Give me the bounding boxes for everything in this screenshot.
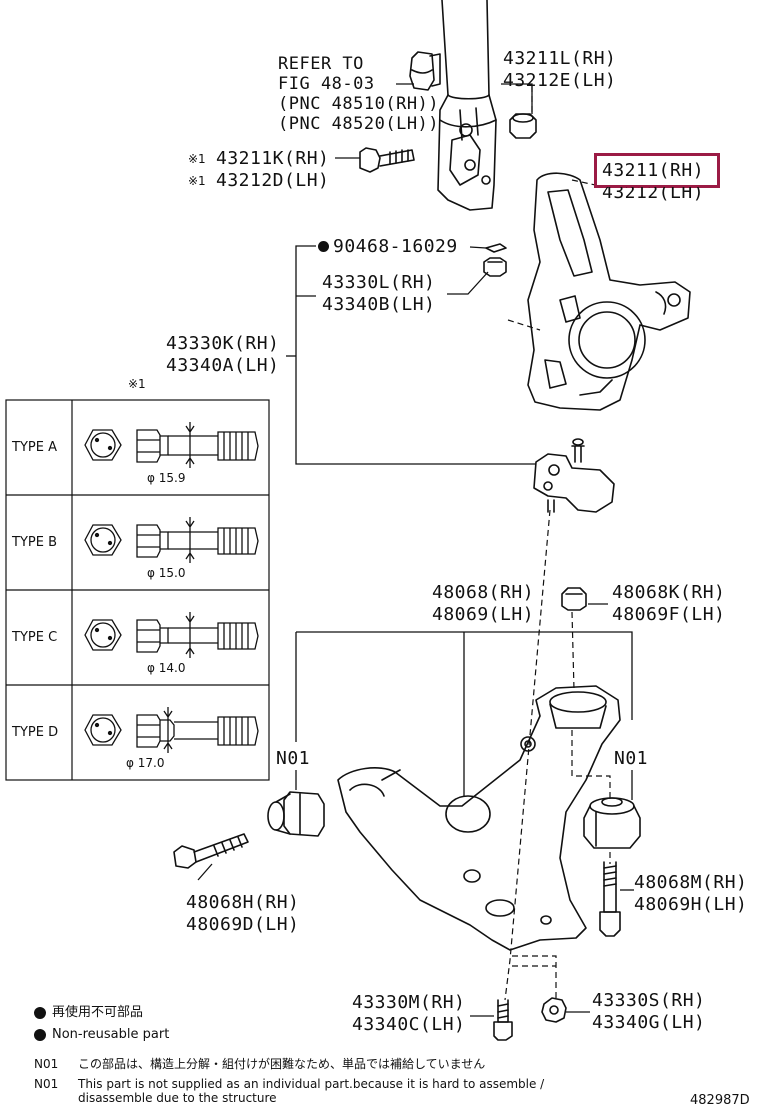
mark-1-b: ※1 [188, 174, 206, 188]
type-bolt-drawings [84, 422, 259, 753]
part-43330L-rh[interactable]: 43330L(RH) [322, 272, 436, 293]
strut-ref-line3: (PNC 48510(RH)) [278, 94, 440, 114]
non-reusable-dot-icon-2 [34, 1029, 46, 1041]
type-c-diameter: φ 14.0 [147, 661, 185, 675]
clip-90468-drawing [485, 243, 507, 253]
note-code-en: N01 [34, 1077, 59, 1091]
type-table-mark: ※1 [128, 377, 146, 391]
n01-left[interactable]: N01 [276, 748, 311, 769]
type-b-label: TYPE B [12, 535, 57, 550]
legend-en: Non-reusable part [52, 1027, 170, 1042]
bushing-right-drawing [583, 797, 641, 849]
note-en-line1: This part is not supplied as an individu… [78, 1077, 545, 1091]
part-48069F-lh[interactable]: 48069F(LH) [612, 604, 726, 625]
bolt-48068M-drawing [599, 861, 621, 937]
n01-right[interactable]: N01 [614, 748, 649, 769]
type-a-label: TYPE A [12, 440, 57, 455]
part-43340A-lh[interactable]: 43340A(LH) [166, 355, 280, 376]
part-43340G-lh[interactable]: 43340G(LH) [592, 1012, 706, 1033]
knuckle-drawing [527, 172, 691, 411]
part-43211K-rh[interactable]: 43211K(RH) [216, 148, 330, 169]
part-43212-lh[interactable]: 43212(LH) [602, 182, 705, 203]
part-48069-lh[interactable]: 48069(LH) [432, 604, 535, 625]
bolt-48068H-drawing [173, 833, 249, 869]
type-d-label: TYPE D [12, 725, 59, 740]
part-43340B-lh[interactable]: 43340B(LH) [322, 294, 436, 315]
note-jp: この部品は、構造上分解・組付けが困難なため、単品では補給していません [78, 1057, 486, 1071]
strut-ref-line4: (PNC 48520(LH)) [278, 114, 440, 134]
type-c-label: TYPE C [12, 630, 58, 645]
part-48069D-lh[interactable]: 48069D(LH) [186, 914, 300, 935]
non-reusable-dot-icon-90468 [318, 240, 329, 252]
mark-1-a: ※1 [188, 152, 206, 166]
note-en-line2: disassemble due to the structure [78, 1091, 277, 1105]
ball-joint-drawing [533, 438, 615, 513]
strut-ref-line1: REFER TO [278, 54, 364, 74]
type-d-diameter: φ 17.0 [126, 756, 164, 770]
part-43330M-rh[interactable]: 43330M(RH) [352, 992, 466, 1013]
bolt-43330M-drawing [493, 999, 513, 1041]
highlight-box [594, 153, 720, 188]
type-a-diameter-value: 15.9 [158, 471, 186, 485]
phi-symbol: φ [147, 471, 155, 485]
part-43330K-rh[interactable]: 43330K(RH) [166, 333, 280, 354]
lower-arm-drawing [337, 685, 621, 951]
part-43340C-lh[interactable]: 43340C(LH) [352, 1014, 466, 1035]
phi-symbol: φ [147, 566, 155, 580]
part-43211-rh[interactable]: 43211(RH) [602, 160, 705, 181]
strut-drawing [409, 0, 497, 211]
part-43212D-lh[interactable]: 43212D(LH) [216, 170, 330, 191]
phi-symbol: φ [126, 756, 134, 770]
phi-symbol: φ [147, 661, 155, 675]
type-b-diameter: φ 15.0 [147, 566, 185, 580]
type-b-diameter-value: 15.0 [158, 566, 186, 580]
bolt-43211K-drawing [359, 147, 415, 173]
non-reusable-dot-icon [34, 1007, 46, 1019]
bushing-left-drawing [267, 791, 325, 837]
type-table-grid [5, 399, 270, 781]
type-a-diameter: φ 15.9 [147, 471, 185, 485]
part-48068-rh[interactable]: 48068(RH) [432, 582, 535, 603]
type-c-diameter-value: 14.0 [158, 661, 186, 675]
type-d-diameter-value: 17.0 [137, 756, 165, 770]
dashed-guides [504, 84, 611, 1001]
part-48068M-rh[interactable]: 48068M(RH) [634, 872, 748, 893]
figure-id: 482987D [690, 1093, 750, 1108]
strut-ref-line2: FIG 48-03 [278, 74, 375, 94]
part-90468-number: 90468-16029 [333, 236, 458, 257]
nut-43330S-drawing [541, 997, 567, 1023]
part-48068H-rh[interactable]: 48068H(RH) [186, 892, 300, 913]
note-code-jp: N01 [34, 1057, 59, 1071]
legend-jp: 再使用不可部品 [52, 1005, 144, 1020]
leader-lines [197, 83, 634, 1017]
nut-43211L-drawing [509, 113, 537, 139]
part-43330S-rh[interactable]: 43330S(RH) [592, 990, 706, 1011]
part-48069H-lh[interactable]: 48069H(LH) [634, 894, 748, 915]
part-43211L-rh[interactable]: 43211L(RH) [503, 48, 617, 69]
nut-48068K-drawing [561, 587, 587, 611]
part-48068K-rh[interactable]: 48068K(RH) [612, 582, 726, 603]
part-90468[interactable]: 90468-16029 [318, 236, 458, 257]
part-43212E-lh[interactable]: 43212E(LH) [503, 70, 617, 91]
